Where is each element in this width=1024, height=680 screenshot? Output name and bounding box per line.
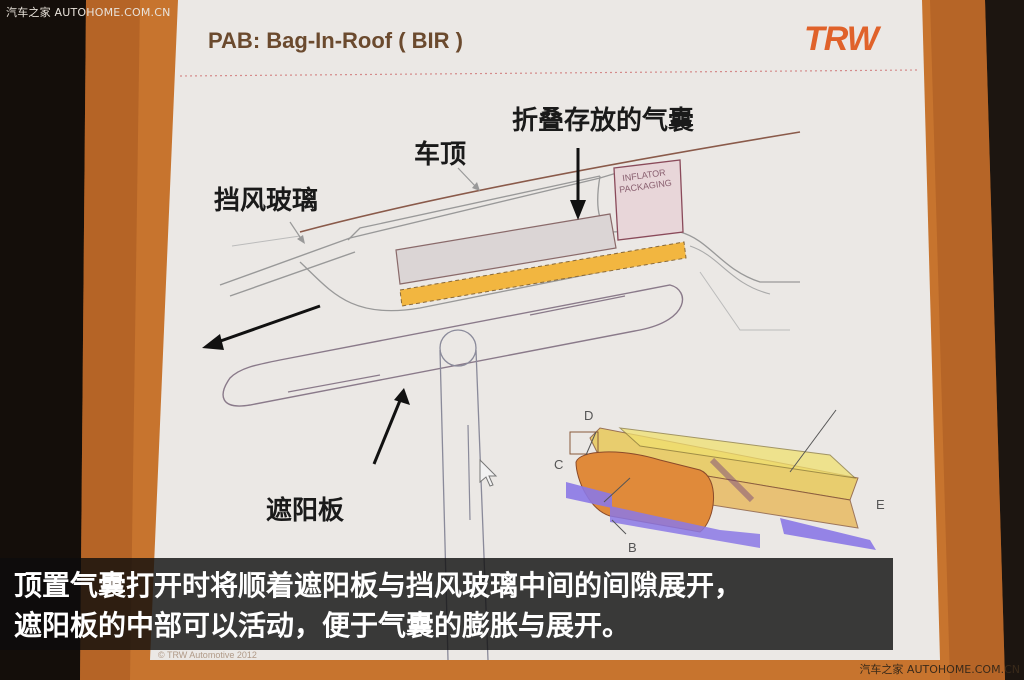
label-windshield: 挡风玻璃 <box>214 186 319 216</box>
label-sun-visor: 遮阳板 <box>266 496 345 526</box>
airbag-package <box>395 213 617 285</box>
component-letter-e: E <box>876 497 885 512</box>
component-letter-d: D <box>584 408 594 423</box>
arrow-to-airbag <box>570 148 586 220</box>
clearance-strip <box>399 241 687 307</box>
sun-visor-outline <box>222 284 684 407</box>
roof-line <box>299 131 801 233</box>
caption-line-1: 顶置气囊打开时将顺着遮阳板与挡风玻璃中间的间隙展开， <box>14 569 743 602</box>
label-folded-airbag: 折叠存放的气囊 <box>512 106 695 136</box>
windshield-lines <box>219 237 351 286</box>
arrow-to-roof <box>457 167 480 191</box>
caption-overlay: 顶置气囊打开时将顺着遮阳板与挡风玻璃中间的间隙展开， 遮阳板的中部可以活动，便于… <box>0 558 893 650</box>
inflator-label: INFLATOR PACKAGING <box>618 167 673 195</box>
label-roof: 车顶 <box>414 140 467 170</box>
inflator-box <box>613 159 684 241</box>
slide-copyright: © TRW Automotive 2012 <box>158 650 257 660</box>
component-letter-b: B <box>628 540 637 555</box>
visor-pivot <box>439 329 477 367</box>
slide-title: PAB: Bag-In-Roof ( BIR ) <box>208 28 463 53</box>
arrow-to-sun-visor <box>372 388 410 465</box>
watermark-top: 汽车之家 AUTOHOME.COM.CN <box>6 6 171 19</box>
arrow-deploy-direction <box>202 304 321 350</box>
trw-logo: TRW <box>804 20 879 58</box>
airbag-module-illustration <box>566 409 876 550</box>
caption-line-2: 遮阳板的中部可以活动，便于气囊的膨胀与展开。 <box>14 609 631 642</box>
watermark-bottom: 汽车之家 AUTOHOME.COM.CN <box>859 663 1020 676</box>
arrow-to-windshield <box>289 221 305 244</box>
component-letter-c: C <box>554 457 564 472</box>
